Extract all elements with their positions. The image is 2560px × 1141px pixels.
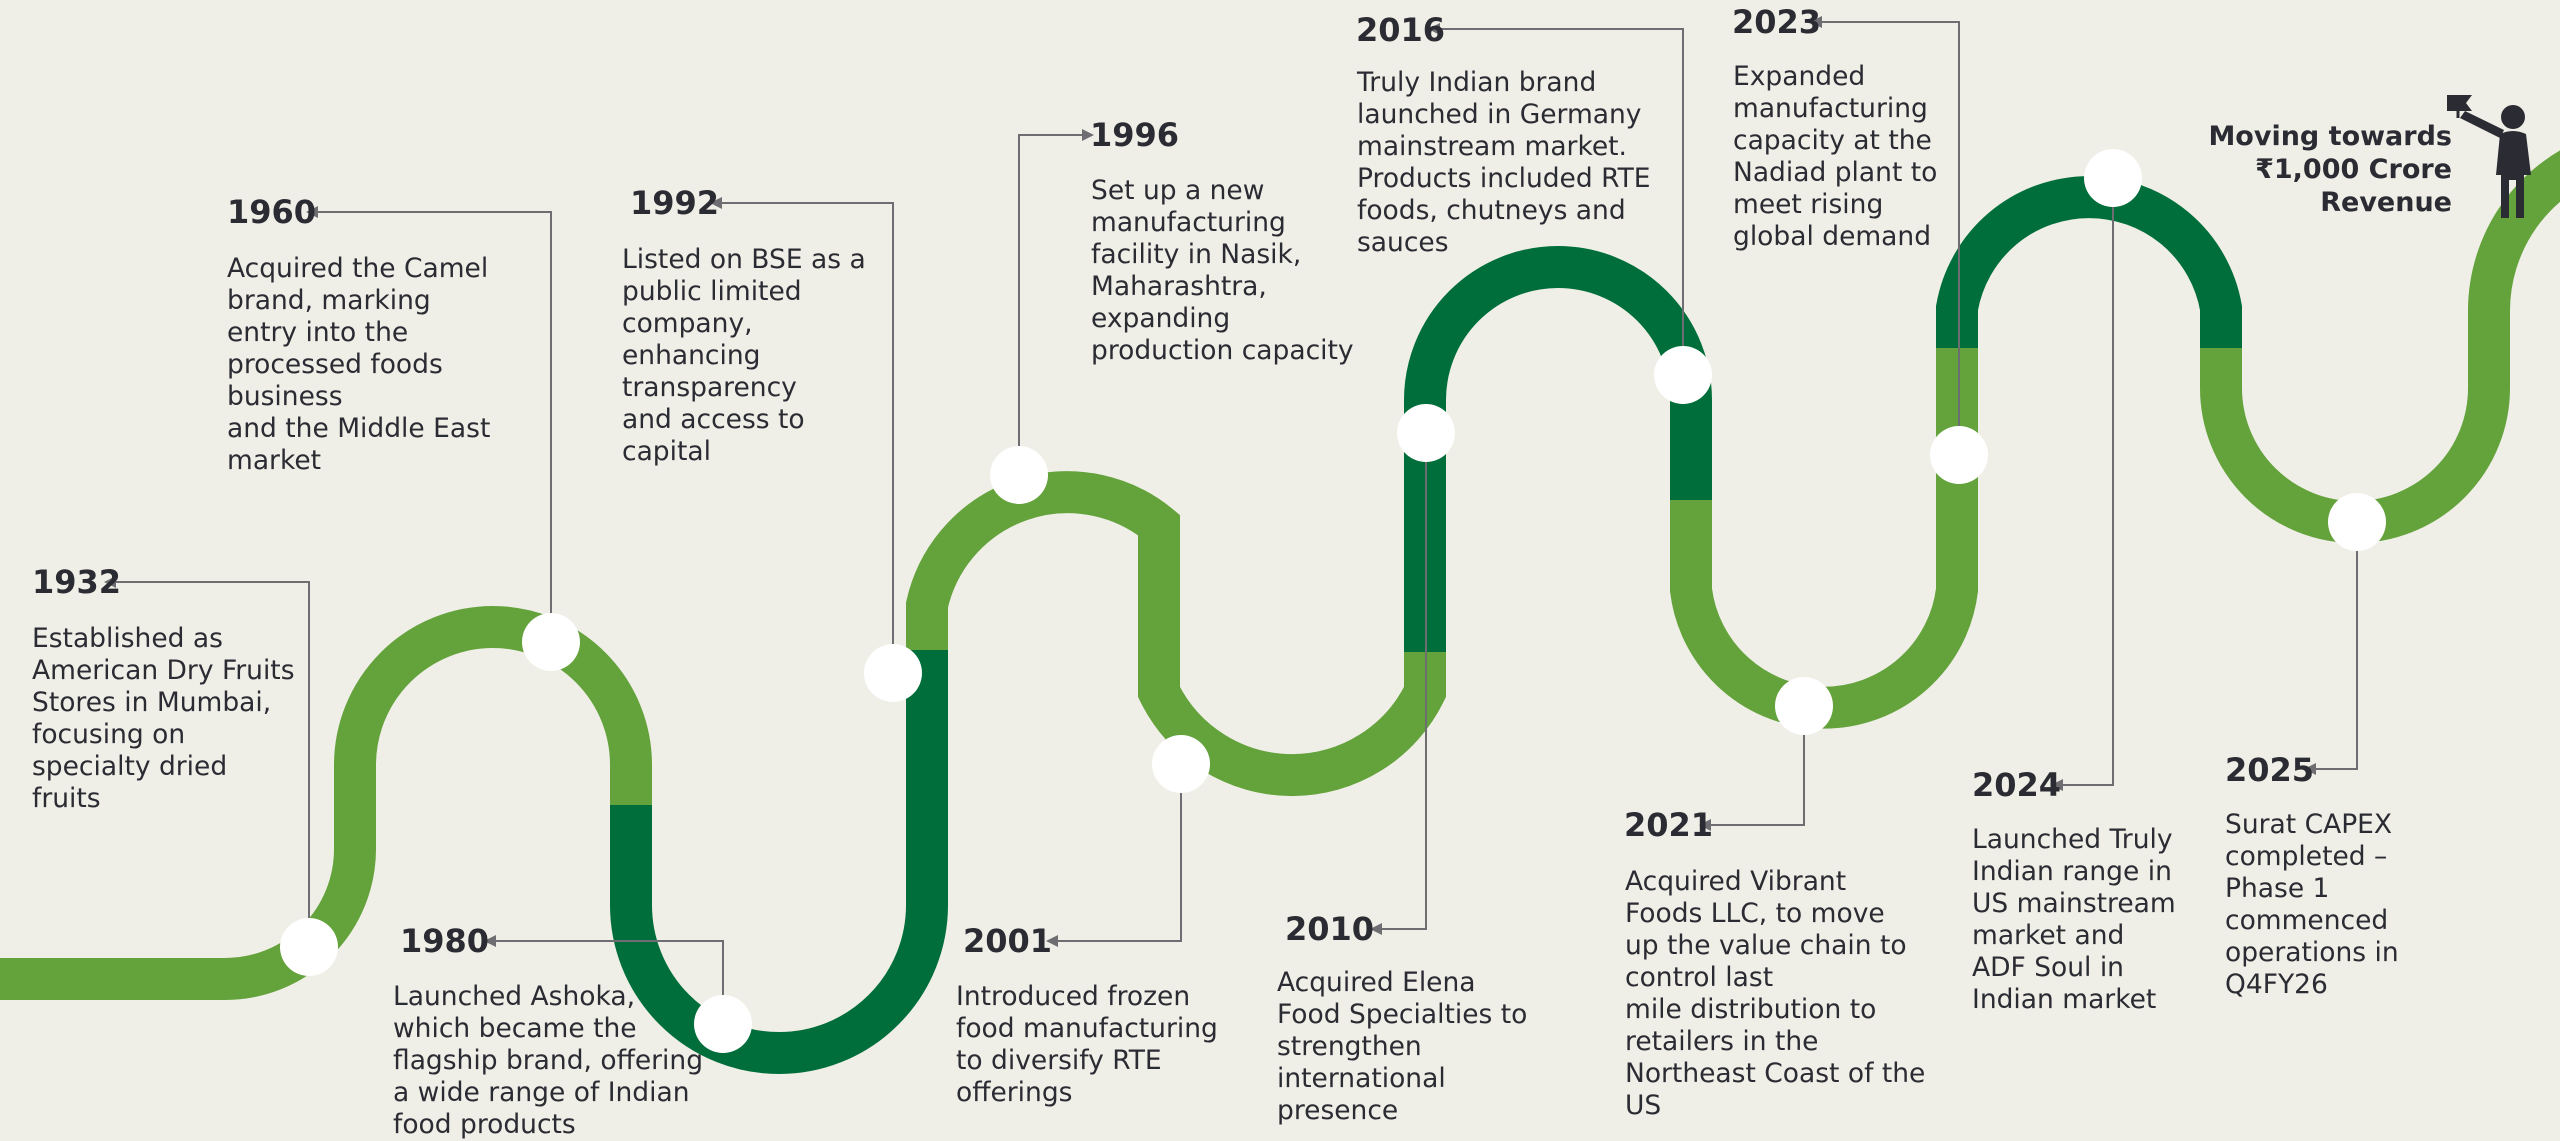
milestone-node xyxy=(2084,149,2142,207)
milestone-text: Truly Indian brand launched in Germany m… xyxy=(1357,67,1651,258)
goal-text: Moving towards ₹1,000 Crore Revenue xyxy=(2208,121,2452,218)
milestone-year: 1960 xyxy=(227,193,317,231)
milestone-node xyxy=(1397,404,1455,462)
road-segment xyxy=(1936,176,2242,348)
milestone-text: Launched Truly Indian range in US mainst… xyxy=(1972,824,2176,1015)
milestone-text: Launched Ashoka, which became the flagsh… xyxy=(393,981,704,1140)
milestone-text: Set up a new manufacturing facility in N… xyxy=(1091,175,1354,366)
milestone-year: 2025 xyxy=(2225,751,2315,789)
road-segment xyxy=(1670,348,1978,729)
milestone-text: Expanded manufacturing capacity at the N… xyxy=(1733,61,1938,252)
milestone-year: 2010 xyxy=(1285,910,1375,948)
milestone-node xyxy=(1775,677,1833,735)
milestone-text: Established as American Dry Fruits Store… xyxy=(32,623,295,814)
person-with-flag-icon xyxy=(2447,95,2531,218)
road-segment xyxy=(906,471,1180,652)
milestone-node xyxy=(864,644,922,702)
milestone-text: Listed on BSE as a public limited compan… xyxy=(622,244,866,467)
milestone-year: 2021 xyxy=(1624,806,1714,844)
milestone-year: 2023 xyxy=(1732,3,1822,41)
milestone-node xyxy=(522,613,580,671)
road-segment xyxy=(2200,150,2560,543)
milestone-node xyxy=(1654,346,1712,404)
milestone-text: Surat CAPEX completed – Phase 1 commence… xyxy=(2225,809,2399,1000)
milestone-year: 1980 xyxy=(400,922,490,960)
milestone-year: 1996 xyxy=(1090,116,1180,154)
milestone-text: Acquired the Camel brand, marking entry … xyxy=(227,253,491,476)
milestone-text: Introduced frozen food manufacturing to … xyxy=(956,981,1218,1108)
milestone-node xyxy=(1930,426,1988,484)
milestone-year: 1992 xyxy=(630,184,720,222)
road-segment xyxy=(610,650,948,1074)
milestone-year: 2001 xyxy=(963,922,1053,960)
milestone-node xyxy=(990,446,1048,504)
road-segment xyxy=(1404,246,1712,652)
milestone-year: 2024 xyxy=(1972,766,2062,804)
milestone-year: 1932 xyxy=(32,563,122,601)
milestone-text: Acquired Vibrant Foods LLC, to move up t… xyxy=(1625,866,1926,1121)
milestone-node xyxy=(1152,735,1210,793)
milestone-year: 2016 xyxy=(1356,11,1446,49)
milestone-node xyxy=(2328,493,2386,551)
road-segment xyxy=(1138,652,1446,796)
milestone-node xyxy=(280,918,338,976)
road-segment xyxy=(334,606,652,805)
milestone-text: Acquired Elena Food Specialties to stren… xyxy=(1277,967,1528,1126)
milestone-node xyxy=(694,995,752,1053)
